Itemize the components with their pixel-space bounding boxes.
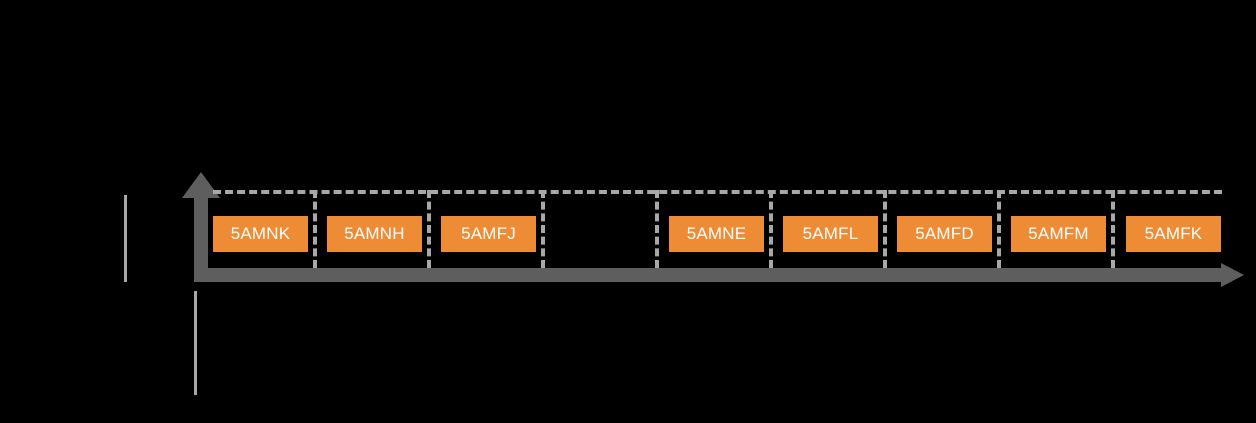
horizontal-axis-arrowhead-icon <box>1221 263 1244 287</box>
slot-divider-3 <box>655 190 659 268</box>
left-vertical-rule <box>124 195 127 282</box>
slot-divider-1 <box>427 190 431 268</box>
slot-divider-6 <box>997 190 1001 268</box>
horizontal-axis-shaft <box>194 268 1223 282</box>
vertical-axis-arrowhead-icon <box>182 172 220 198</box>
vertical-axis-shaft <box>194 196 208 282</box>
timeline-item-box[interactable]: 5AMFM <box>1011 216 1106 252</box>
slot-divider-5 <box>883 190 887 268</box>
slot-divider-0 <box>313 190 317 268</box>
lower-vertical-rule <box>194 291 197 395</box>
timeline-item-box[interactable]: 5AMFJ <box>441 216 536 252</box>
timeline-item-box[interactable]: 5AMFL <box>783 216 878 252</box>
slot-divider-7 <box>1111 190 1115 268</box>
timeline-item-box[interactable]: 5AMNE <box>669 216 764 252</box>
slot-divider-2 <box>541 190 545 268</box>
timeline-item-box[interactable]: 5AMFK <box>1126 216 1221 252</box>
timeline-item-box[interactable]: 5AMNH <box>327 216 422 252</box>
timeline-item-box[interactable]: 5AMFD <box>897 216 992 252</box>
timeline-item-box[interactable]: 5AMNK <box>213 216 308 252</box>
top-dashed-guide-line <box>213 190 1222 194</box>
slot-divider-4 <box>769 190 773 268</box>
